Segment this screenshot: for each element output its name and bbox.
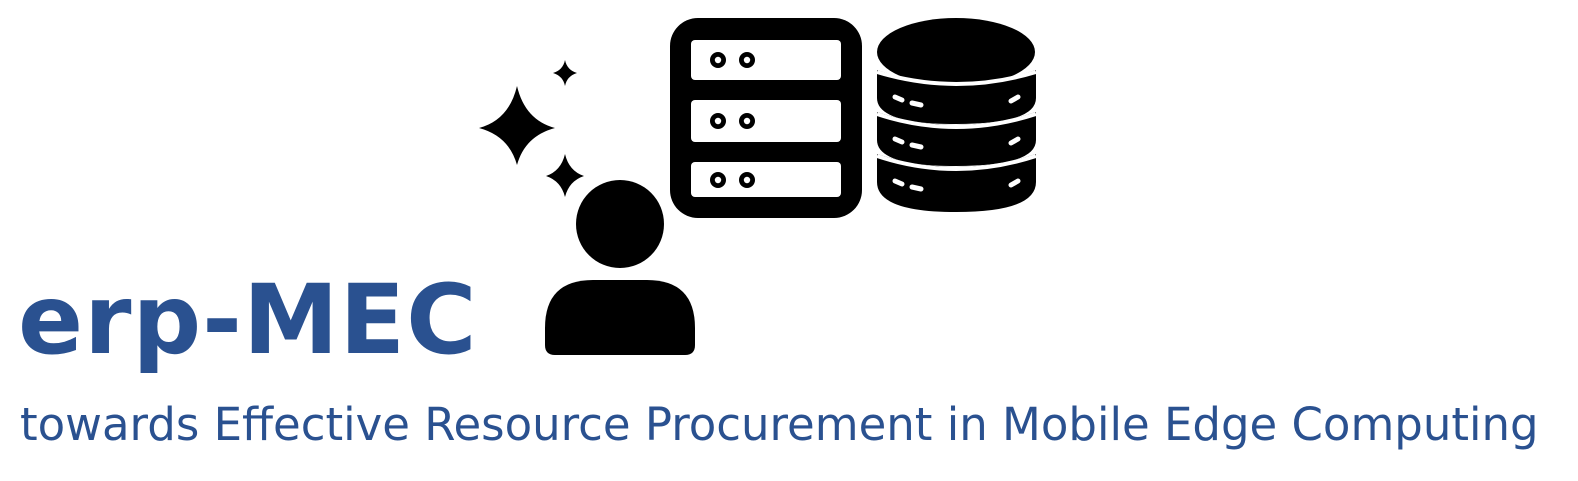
rack-unit-1 xyxy=(691,40,841,80)
db-layer-1 xyxy=(877,70,1036,124)
sparkle-icon xyxy=(479,60,584,197)
server-rack-icon xyxy=(670,18,862,218)
logo-title: erp-MEC xyxy=(18,264,478,376)
user-head xyxy=(576,180,664,268)
database-icon xyxy=(876,18,1037,212)
rack-unit-3 xyxy=(691,162,841,197)
tagline: towards Effective Resource Procurement i… xyxy=(20,398,1539,451)
user-icon xyxy=(545,180,695,355)
user-body xyxy=(545,280,695,355)
sparkle-small xyxy=(553,60,577,86)
sparkle-medium xyxy=(546,154,584,197)
sparkle-large xyxy=(479,86,555,165)
db-top xyxy=(877,18,1035,86)
rack-led-cores xyxy=(714,56,751,184)
db-layer-3 xyxy=(877,154,1036,212)
rack-unit-2 xyxy=(691,100,841,142)
